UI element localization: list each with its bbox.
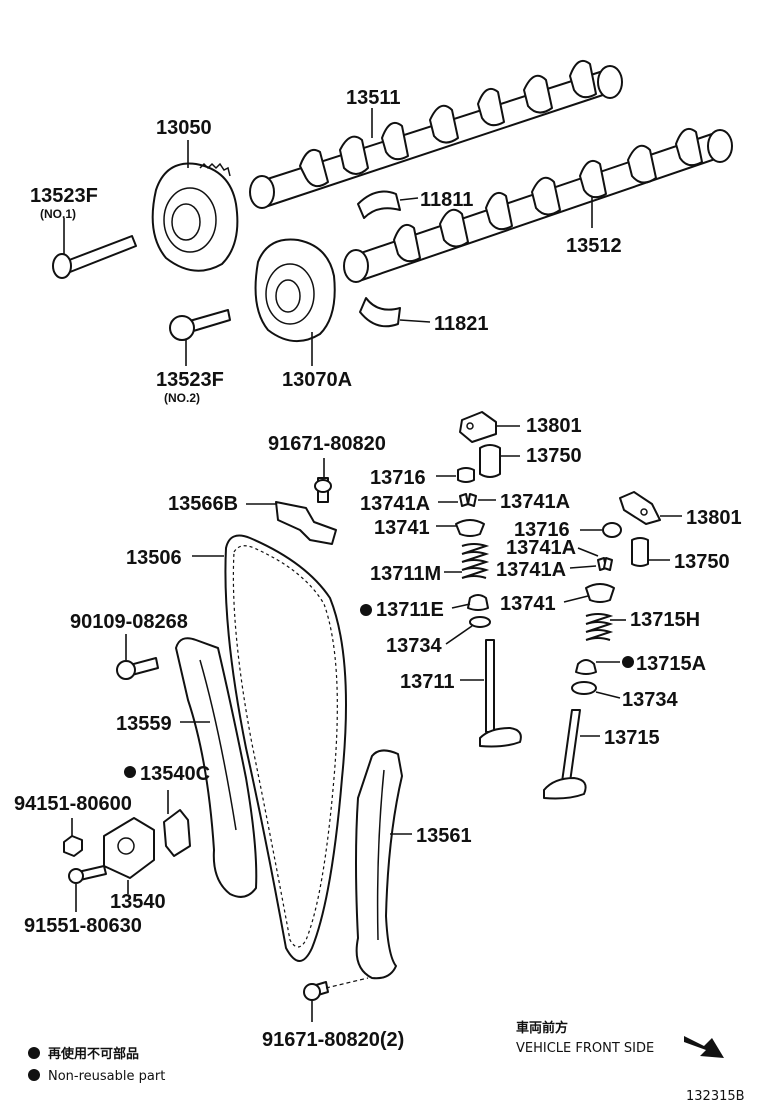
tensioner-13540 <box>103 817 155 879</box>
label-13716-a: 13716 <box>370 467 426 489</box>
spring-13715h <box>585 613 614 641</box>
label-13715: 13715 <box>604 727 660 749</box>
label-11811: 11811 <box>420 189 473 211</box>
valve-13715 <box>543 709 587 800</box>
label-13050: 13050 <box>156 117 212 139</box>
chain-guide-13566b <box>275 501 337 545</box>
label-90109-08268: 90109-08268 <box>70 611 188 633</box>
label-13511: 13511 <box>346 87 401 109</box>
non-reusable-dot <box>360 604 372 616</box>
keepers-13741a-b <box>597 557 613 571</box>
label-13741a-1: 13741A <box>360 493 430 515</box>
rocker-arm-13801-b <box>619 491 661 525</box>
label-13801-a: 13801 <box>526 415 582 437</box>
label-13750-a: 13750 <box>526 445 582 467</box>
bolt-13523f-no1 <box>52 235 137 279</box>
label-13559: 13559 <box>116 713 172 735</box>
shim-13716-a <box>457 467 475 483</box>
label-13734-b: 13734 <box>622 689 678 711</box>
valve-seal-13711e <box>467 594 489 611</box>
retainer-13741-b <box>585 583 615 603</box>
nut-94151 <box>63 835 83 857</box>
label-91551-80630: 91551-80630 <box>24 915 142 937</box>
label-13741-b: 13741 <box>500 593 556 615</box>
bearing-11811 <box>357 190 401 219</box>
label-13716-b: 13716 <box>514 519 570 541</box>
gear-13070a <box>254 238 336 342</box>
label-13734-a: 13734 <box>386 635 442 657</box>
label-13506: 13506 <box>126 547 182 569</box>
label-13741a-2: 13741A <box>500 491 570 513</box>
chain-guide-13561 <box>355 749 403 980</box>
bolt-91671-top <box>314 477 332 503</box>
label-91671-80820-2: 91671-80820(2) <box>262 1029 404 1051</box>
label-13711m: 13711M <box>370 563 441 585</box>
direction-english: VEHICLE FRONT SIDE <box>516 1041 654 1056</box>
valve-seal-13715a <box>575 659 597 675</box>
camshaft-13512 <box>343 128 733 283</box>
camshaft-13511 <box>249 60 623 209</box>
front-arrow-icon <box>684 1036 724 1058</box>
direction-japanese: 車両前方 <box>516 1020 568 1036</box>
label-13741-a: 13741 <box>374 517 430 539</box>
bolt-91551 <box>68 865 107 884</box>
label-13561: 13561 <box>416 825 472 847</box>
valve-13711 <box>479 639 522 748</box>
label-13512: 13512 <box>566 235 622 257</box>
legend-dot-icon <box>28 1047 40 1059</box>
label-13540: 13540 <box>110 891 166 913</box>
figure-id: 132315B <box>686 1089 745 1104</box>
bolt-90109 <box>116 657 159 680</box>
label-91671-80820: 91671-80820 <box>268 433 386 455</box>
label-13523f-no1: 13523F <box>30 185 98 207</box>
legend-english: Non-reusable part <box>48 1069 165 1084</box>
label-13711e: 13711E <box>376 599 444 621</box>
label-13523f-no2-sub: (NO.2) <box>164 391 200 405</box>
lash-adjuster-13750-b <box>631 537 649 567</box>
bearing-11821 <box>359 297 401 328</box>
label-13566b: 13566B <box>168 493 238 515</box>
label-13523f-no1-sub: (NO.1) <box>40 207 76 221</box>
timing-chain-13506 <box>224 534 347 962</box>
washer-13734-a <box>469 616 491 628</box>
label-13715h: 13715H <box>630 609 700 631</box>
gasket-13540c <box>163 809 191 857</box>
label-13801-b: 13801 <box>686 507 742 529</box>
label-11821: 11821 <box>434 313 489 335</box>
label-13070a: 13070A <box>282 369 352 391</box>
label-13540c: 13540C <box>140 763 210 785</box>
bolt-91671-bottom <box>303 981 329 1001</box>
legend-japanese: 再使用不可部品 <box>48 1046 139 1062</box>
washer-13734-b <box>571 681 597 695</box>
chain-slipper-13559 <box>175 637 258 898</box>
shim-13716-b <box>602 522 622 538</box>
label-13741a-4: 13741A <box>496 559 566 581</box>
spring-13711m <box>461 543 490 579</box>
non-reusable-dot <box>124 766 136 778</box>
bolt-13523f-no2 <box>169 309 231 341</box>
keepers-13741a-a <box>459 493 477 507</box>
gear-13050 <box>151 162 239 272</box>
label-13715a: 13715A <box>636 653 706 675</box>
label-94151-80600: 94151-80600 <box>14 793 132 815</box>
label-13711: 13711 <box>400 671 455 693</box>
rocker-arm-13801-a <box>459 411 497 443</box>
label-13741a-3: 13741A <box>506 537 576 559</box>
non-reusable-dot <box>622 656 634 668</box>
lash-adjuster-13750-a <box>479 444 501 478</box>
label-13523f-no2: 13523F <box>156 369 224 391</box>
retainer-13741-a <box>455 519 485 537</box>
legend-dot-icon <box>28 1069 40 1081</box>
label-13750-b: 13750 <box>674 551 730 573</box>
